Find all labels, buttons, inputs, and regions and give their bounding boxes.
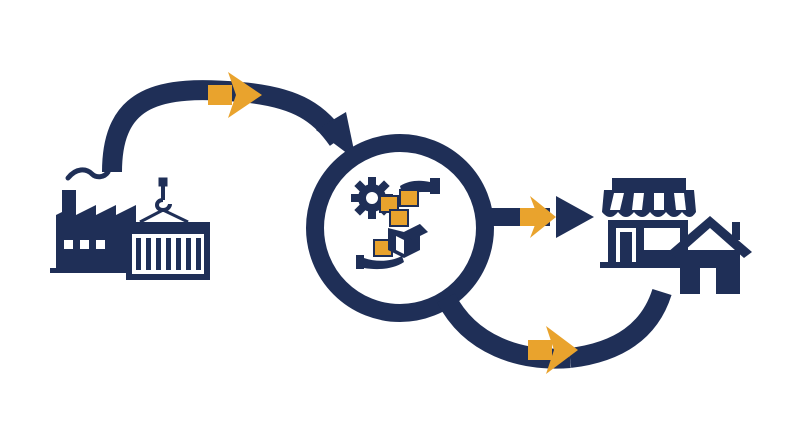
magnifier-ring-icon xyxy=(306,134,571,369)
arrow-hub-to-retail xyxy=(490,196,594,238)
chevron-orange-bottom xyxy=(546,326,578,374)
chevron-orange-top xyxy=(228,72,262,118)
chevron-orange-middle xyxy=(530,196,556,238)
orange-band-top xyxy=(208,85,232,105)
house-icon xyxy=(668,216,752,294)
hand-receiving-icon xyxy=(356,255,404,270)
factory-icon xyxy=(50,167,150,273)
shipping-container-icon xyxy=(126,222,210,280)
arrow-origin-to-hub xyxy=(102,72,356,173)
arrow-hub-to-home xyxy=(528,288,672,374)
connector-curve-bottom xyxy=(568,288,672,368)
storefront-icon xyxy=(600,178,696,268)
arrowhead-navy-middle xyxy=(556,196,594,238)
smoke-icon xyxy=(65,167,111,181)
open-box-icon xyxy=(388,224,428,258)
crane-hook-icon xyxy=(139,177,189,224)
orange-band-bottom xyxy=(528,340,552,360)
boxes-icon xyxy=(373,189,419,257)
arrowhead-navy-top xyxy=(316,112,356,160)
